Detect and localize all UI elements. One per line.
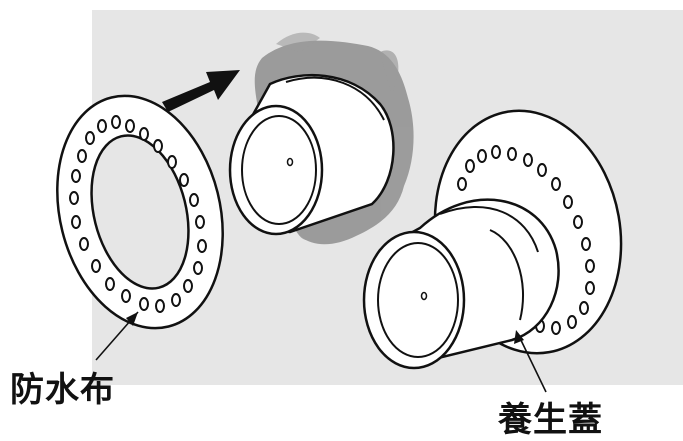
leader-line-waterproof-cloth [95,311,139,361]
leader-line-protective-cap [514,330,547,393]
protective-cap [362,198,560,370]
waterproof-cloth-ring [56,94,224,330]
pipe-stub [228,73,395,236]
waterproof-cloth-label: 防水布 [10,370,115,410]
arrow-icon [162,70,240,112]
protective-cap-label: 養生蓋 [498,400,603,440]
